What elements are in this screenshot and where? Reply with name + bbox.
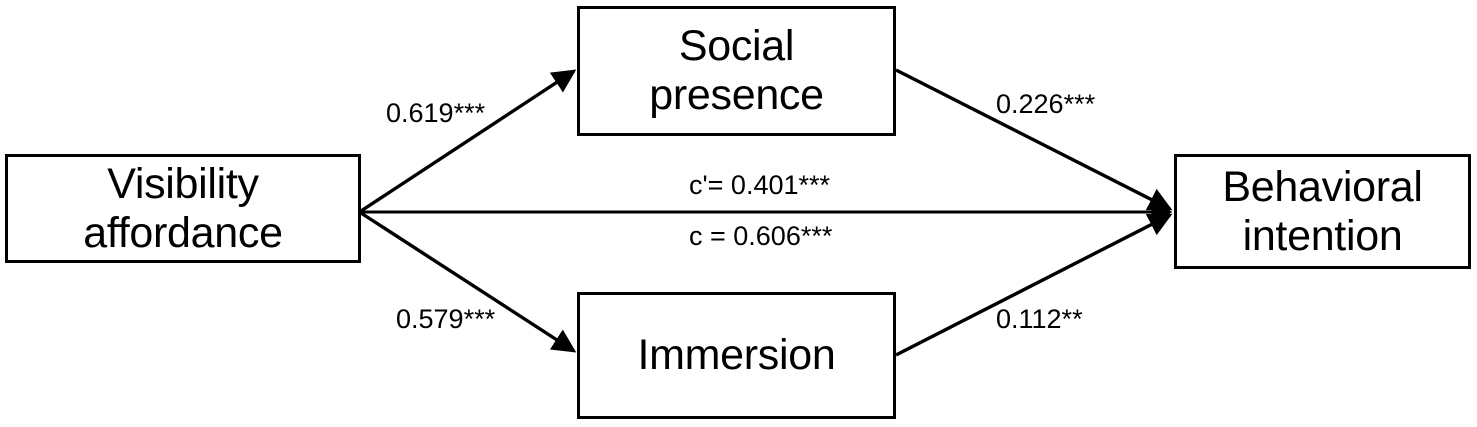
node-immersion-label: Immersion [637,331,836,380]
edge-visibility-to-immersion [360,211,577,353]
edge-label-immersion-to-behavioral-intention: 0.112** [996,304,1083,334]
node-immersion: Immersion [577,292,896,419]
node-behavioral-intention-label: Behavioral intention [1222,162,1423,260]
edge-social-presence-to-behavioral-intention [895,68,1173,211]
edge-label-social-presence-to-behavioral-intention: 0.226*** [996,89,1096,119]
node-visibility-affordance: Visibility affordance [5,154,361,263]
edge-label-direct-effect-cprime: c'= 0.401*** [689,170,831,200]
node-visibility-affordance-label: Visibility affordance [83,159,283,257]
node-social-presence-label: Social presence [649,22,824,119]
edge-label-visibility-to-immersion: 0.579*** [396,304,496,334]
node-behavioral-intention: Behavioral intention [1174,154,1471,269]
edge-label-visibility-to-social-presence: 0.619*** [386,98,486,128]
node-social-presence: Social presence [577,6,896,136]
edge-label-total-effect-c: c = 0.606*** [689,221,833,251]
edge-immersion-to-behavioral-intention [895,213,1173,357]
edge-visibility-to-social-presence [360,69,577,213]
